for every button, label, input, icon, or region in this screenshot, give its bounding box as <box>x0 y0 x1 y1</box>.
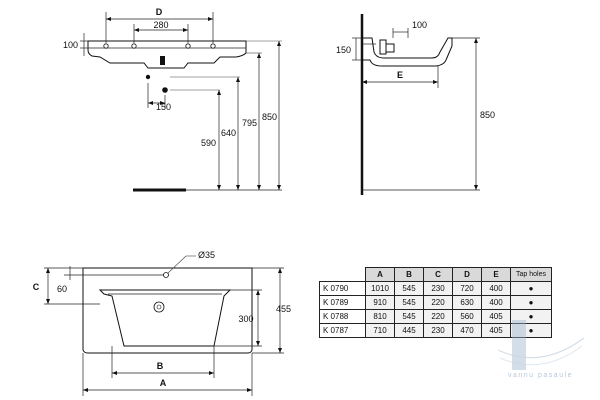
watermark-text: vannu pasaule <box>508 372 574 379</box>
col-header-B: B <box>394 267 424 282</box>
cell-D: 470 <box>452 323 482 338</box>
dim-280: 280 <box>153 20 168 30</box>
dim-dia35: Ø35 <box>198 250 215 260</box>
table-row: K 0787 710 445 230 470 405 ● <box>319 323 552 338</box>
plan-outer-outline <box>82 267 253 354</box>
tap-hole <box>185 43 191 49</box>
tap-hole-dot: ● <box>510 309 552 324</box>
tap-hole-dot: ● <box>510 281 552 296</box>
front-basin-outline <box>87 40 247 69</box>
dim-795: 795 <box>242 118 257 128</box>
col-header-C: C <box>423 267 453 282</box>
side-basin-profile <box>363 37 453 67</box>
cell-B: 545 <box>394 295 424 310</box>
dim-640: 640 <box>221 128 236 138</box>
cell-A: 1010 <box>365 281 395 296</box>
tap-hole <box>103 43 109 49</box>
col-header-D: D <box>452 267 482 282</box>
tap-hole <box>131 43 137 49</box>
cell-C: 230 <box>423 281 453 296</box>
dimension-table: A B C D E Tap holes K 0790 1010 545 230 … <box>319 267 552 338</box>
cell-D: 720 <box>452 281 482 296</box>
cell-E: 400 <box>481 281 511 296</box>
table-row: K 0789 910 545 220 630 400 ● <box>319 295 552 310</box>
col-header-E: E <box>481 267 511 282</box>
cell-A: 910 <box>365 295 395 310</box>
col-header-A: A <box>365 267 395 282</box>
dim-100-side: 100 <box>412 20 427 30</box>
cell-A: 710 <box>365 323 395 338</box>
watermark-logo <box>498 320 584 370</box>
cell-A: 810 <box>365 309 395 324</box>
dim-E: E <box>397 70 403 80</box>
waste-point-upper <box>145 74 151 80</box>
tap-hole-dot: ● <box>510 323 552 338</box>
cell-E: 405 <box>481 309 511 324</box>
dim-455: 455 <box>276 304 291 314</box>
model-code: K 0790 <box>319 281 366 296</box>
dim-850-front: 850 <box>262 112 277 122</box>
waste-outlet <box>160 56 165 65</box>
model-code: K 0787 <box>319 323 366 338</box>
dim-300: 300 <box>238 314 253 324</box>
dim-590: 590 <box>201 138 216 148</box>
dim-150-front: 150 <box>156 102 171 112</box>
dim-850-side: 850 <box>480 110 495 120</box>
plan-view: Ø35 C 60 300 455 B <box>33 250 291 396</box>
model-code: K 0788 <box>319 309 366 324</box>
cell-D: 560 <box>452 309 482 324</box>
cell-E: 405 <box>481 323 511 338</box>
dim-100-front: 100 <box>63 40 78 50</box>
dim-A: A <box>160 378 167 388</box>
side-view: 100 150 E 850 <box>336 14 495 195</box>
col-header-tap-holes: Tap holes <box>510 267 552 282</box>
cell-D: 630 <box>452 295 482 310</box>
table-row: K 0790 1010 545 230 720 400 ● <box>319 281 552 296</box>
table-row: K 0788 810 545 220 560 405 ● <box>319 309 552 324</box>
plan-bowl <box>98 289 232 347</box>
table-header-row: A B C D E Tap holes <box>319 267 552 282</box>
tap-hole-dot: ● <box>510 295 552 310</box>
dim-D-front: D <box>156 7 163 17</box>
plan-tap-hole <box>163 272 169 278</box>
dim-150-side: 150 <box>336 45 351 55</box>
cell-C: 230 <box>423 323 453 338</box>
model-code: K 0789 <box>319 295 366 310</box>
front-view: D 280 100 150 590 <box>63 7 282 192</box>
dim-B: B <box>157 361 164 371</box>
cell-C: 220 <box>423 295 453 310</box>
tap-hole <box>210 43 216 49</box>
cell-B: 545 <box>394 281 424 296</box>
dim-60: 60 <box>57 284 67 294</box>
cell-E: 400 <box>481 295 511 310</box>
plan-drain <box>153 301 165 313</box>
cell-B: 445 <box>394 323 424 338</box>
waste-point-lower <box>162 87 168 93</box>
dim-C: C <box>33 282 40 292</box>
cell-C: 220 <box>423 309 453 324</box>
cell-B: 545 <box>394 309 424 324</box>
